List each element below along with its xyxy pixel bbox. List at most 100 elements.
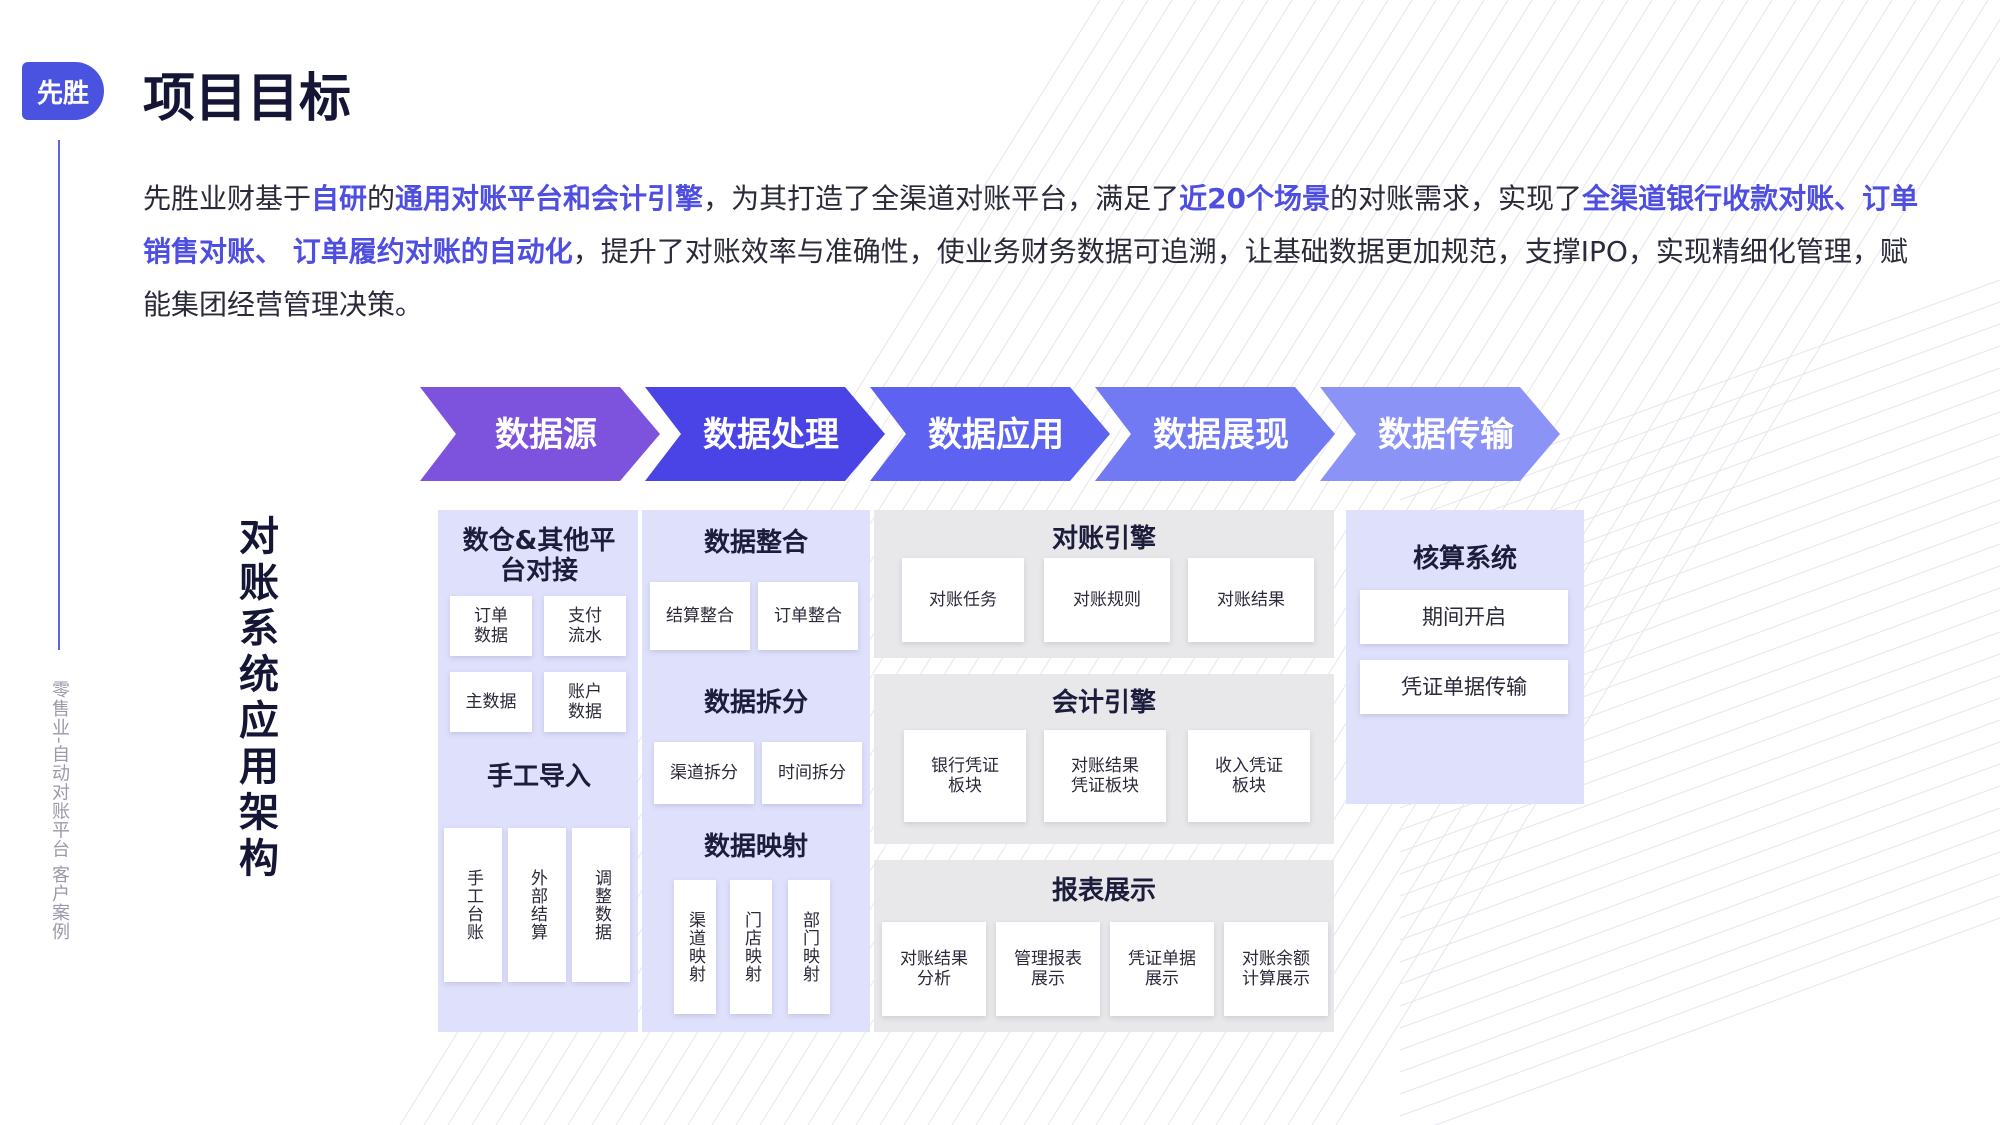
card-voucher-display: 凭证单据展示 (1110, 922, 1214, 1016)
background-line (1399, 785, 2000, 1007)
desc-highlight: 通用对账平台和会计引擎 (395, 182, 704, 215)
card-label: 对账规则 (1073, 590, 1141, 610)
card-label: 期间开启 (1422, 605, 1506, 629)
background-line (1399, 653, 2000, 875)
vcard-store-mapping: 门店映射 (730, 880, 772, 1014)
card-settlement-integration: 结算整合 (650, 582, 750, 650)
stage-arrow (420, 387, 660, 481)
card-label: 管理报表展示 (1014, 949, 1082, 989)
panel-recon-engine: 对账引擎 对账任务 对账规则 对账结果 (874, 510, 1334, 658)
desc-segment: 的对账需求，实现了 (1330, 182, 1583, 215)
stage-label: 数据展现 (1153, 415, 1289, 455)
col1-heading: 数仓&其他平台对接 (462, 526, 616, 586)
background-line (1399, 323, 2000, 545)
card-recon-result-voucher: 对账结果凭证板块 (1044, 730, 1166, 822)
background-line (1287, 0, 1989, 1125)
card-label: 对账结果 (1217, 590, 1285, 610)
background-line (1399, 631, 2000, 853)
background-line (1399, 829, 2000, 1051)
card-label: 账户数据 (568, 682, 602, 722)
background-line (1399, 719, 2000, 941)
desc-highlight: 全渠道银行收款对账、订单销售对账、 订单履约对账的自动化 (143, 182, 1919, 268)
card-mgmt-report: 管理报表展示 (996, 922, 1100, 1016)
report-heading: 报表展示 (1051, 876, 1156, 906)
card-label: 结算整合 (666, 606, 734, 626)
card-label: 外部结算 (527, 869, 547, 941)
map-heading: 数据映射 (703, 832, 808, 862)
desc-highlight: 自研 (311, 182, 368, 215)
card-recon-result: 对账结果 (1188, 558, 1314, 642)
recon-heading: 对账引擎 (1051, 524, 1156, 554)
background-line (1399, 895, 2000, 1117)
column-data-processing: 数据整合 结算整合 订单整合 数据拆分 渠道拆分 时间拆分 数据映射 渠道映射 … (642, 510, 870, 1032)
desc-segment: ，提升了对账效率与准确性，使业务财务数据可追溯，让基础数据更加规范，支撑IPO，… (143, 235, 1908, 321)
page-title: 项目目标 (143, 69, 352, 129)
card-payment-flow: 支付流水 (544, 596, 626, 656)
background-line (1399, 697, 2000, 919)
background-line (1399, 851, 2000, 1073)
background-line (1311, 18, 2000, 1125)
col4-heading: 核算系统 (1412, 544, 1517, 574)
card-voucher-transfer: 凭证单据传输 (1360, 660, 1568, 714)
card-order-integration: 订单整合 (758, 582, 858, 650)
desc-segment: 的 (367, 182, 396, 215)
stage-label: 数据源 (495, 415, 597, 455)
acct-heading: 会计引擎 (1051, 688, 1156, 718)
card-label: 手工台账 (463, 869, 483, 941)
background-line (1399, 807, 2000, 1029)
background-line (1399, 675, 2000, 897)
card-label: 收入凭证板块 (1215, 756, 1283, 796)
card-label: 部门映射 (799, 911, 819, 983)
project-description: 先胜业财基于自研的通用对账平台和会计引擎，为其打造了全渠道对账平台，满足了近20… (143, 172, 1933, 331)
stage-arrow-row: 数据源数据处理数据应用数据展现数据传输 (420, 387, 1560, 481)
card-label: 对账结果分析 (900, 949, 968, 989)
column-data-transmission: 核算系统 期间开启 凭证单据传输 (1346, 510, 1584, 804)
sidebar-divider (58, 140, 60, 650)
col1-subheading: 手工导入 (486, 762, 591, 792)
stage-arrow (645, 387, 885, 481)
background-line (1399, 301, 2000, 523)
card-time-split: 时间拆分 (762, 742, 862, 804)
diagram-vertical-title: 对账系统应用架构 (232, 515, 278, 883)
vcard-dept-mapping: 部门映射 (788, 880, 830, 1014)
background-line (1263, 0, 1965, 1125)
stage-arrow (1320, 387, 1560, 481)
card-label: 订单数据 (474, 606, 508, 646)
card-recon-analysis: 对账结果分析 (882, 922, 986, 1016)
card-label: 订单整合 (774, 606, 842, 626)
card-label: 对账余额计算展示 (1242, 949, 1310, 989)
card-label: 渠道映射 (685, 911, 705, 983)
brand-logo: 先胜 (22, 62, 104, 120)
column-data-source: 数仓&其他平台对接 订单数据 支付流水 主数据 账户数据 手工导入 手工台账 外… (438, 510, 638, 1032)
brand-logo-text: 先胜 (36, 78, 89, 109)
vcard-channel-mapping: 渠道映射 (674, 880, 716, 1014)
card-recon-task: 对账任务 (902, 558, 1024, 642)
background-line (1335, 56, 2000, 1125)
card-master-data: 主数据 (450, 672, 532, 732)
vcard-external-settlement: 外部结算 (508, 828, 566, 982)
card-label: 渠道拆分 (670, 763, 738, 783)
sidebar-vertical-text: 零售业-自动对账平台 客户案例 (49, 680, 70, 942)
card-channel-split: 渠道拆分 (654, 742, 754, 804)
desc-segment: ，为其打造了全渠道对账平台，满足了 (703, 182, 1180, 215)
stage-arrow (1095, 387, 1335, 481)
card-order-data: 订单数据 (450, 596, 532, 656)
card-label: 主数据 (465, 692, 517, 712)
desc-segment: 先胜业财基于 (143, 182, 312, 215)
desc-highlight: 近20个场景 (1179, 182, 1331, 215)
background-line (1399, 873, 2000, 1095)
panel-accounting-engine: 会计引擎 银行凭证板块 对账结果凭证板块 收入凭证板块 (874, 674, 1334, 844)
card-period-open: 期间开启 (1360, 590, 1568, 644)
vcard-manual-ledger: 手工台账 (444, 828, 502, 982)
card-balance-calc: 对账余额计算展示 (1224, 922, 1328, 1016)
card-label: 凭证单据展示 (1128, 949, 1196, 989)
card-label: 银行凭证板块 (931, 756, 999, 796)
card-account-data: 账户数据 (544, 672, 626, 732)
card-bank-voucher: 银行凭证板块 (904, 730, 1026, 822)
card-label: 时间拆分 (778, 763, 846, 783)
integrate-heading: 数据整合 (703, 528, 808, 558)
card-label: 支付流水 (568, 606, 602, 646)
card-label: 凭证单据传输 (1401, 675, 1527, 699)
card-recon-rules: 对账规则 (1044, 558, 1170, 642)
stage-label: 数据传输 (1378, 415, 1515, 455)
